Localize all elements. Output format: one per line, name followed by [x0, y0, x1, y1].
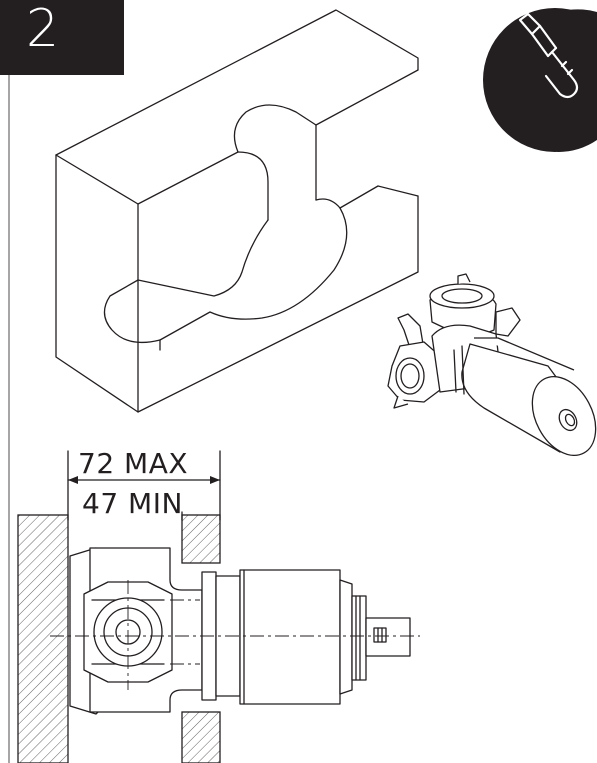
min-dimension-label: 47 MIN [82, 487, 183, 520]
step-number: 2 [26, 0, 60, 59]
step-badge: 2 [0, 0, 124, 75]
max-dimension-label: 72 MAX [78, 447, 189, 480]
screwdriver-icon [483, 8, 597, 153]
dimension-lines [67, 450, 221, 521]
valve-isometric [387, 273, 597, 456]
valve-section-view [50, 547, 420, 715]
wall-section [17, 514, 221, 763]
wall-block-cutout [55, 9, 419, 413]
